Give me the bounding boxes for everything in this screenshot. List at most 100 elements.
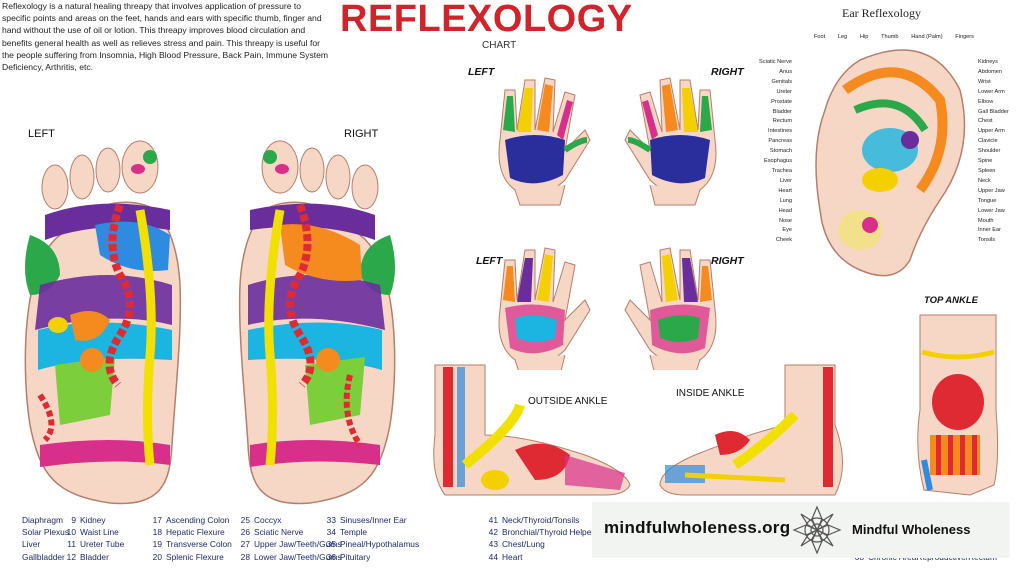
hand-right-bottom xyxy=(624,247,717,370)
legend-item: Solar Plexus xyxy=(4,526,69,538)
ear-point-label: Head xyxy=(778,207,792,214)
hand-left-bottom xyxy=(498,247,591,370)
ear-point-label: Inner Ear xyxy=(978,227,1002,234)
ear-point-label: Heart xyxy=(778,187,792,194)
legend-number: 27 xyxy=(240,539,250,550)
ear-point-label: Genitals xyxy=(771,78,792,85)
legend-text: Diaphragm xyxy=(22,515,63,525)
legend-text: Lower Jaw/Teeth/Gums xyxy=(254,551,342,562)
ear-point-label: Anus xyxy=(779,68,792,75)
legend-item: 25 Coccyx xyxy=(236,514,342,526)
legend-item: Gallbladder xyxy=(4,551,69,563)
legend-text: Bronchial/Thyroid Helper xyxy=(502,527,595,538)
feet-reflexology-diagram xyxy=(24,140,396,505)
page-title: REFLEXOLOGY xyxy=(340,0,633,40)
legend-text: Solar Plexus xyxy=(22,527,70,538)
ear-point-label: Hand (Palm) xyxy=(911,34,943,40)
ear-point-label: Elbow xyxy=(978,98,994,105)
right-foot-label: RIGHT xyxy=(344,128,379,140)
legend-number: 44 xyxy=(488,551,498,562)
legend-number: 43 xyxy=(488,539,498,550)
ear-point-label: Spine xyxy=(978,158,993,165)
ear-reflexology-diagram xyxy=(815,49,966,277)
legend-text: Gallbladder xyxy=(22,551,65,562)
ear-point-label: Leg xyxy=(837,34,848,40)
ear-point-label: Clavicle xyxy=(978,138,998,145)
hand-left-top xyxy=(498,77,591,206)
ear-point-label: Fingers xyxy=(955,34,974,40)
ear-point-label: Mouth xyxy=(978,217,994,224)
hands-reflexology-diagram xyxy=(498,77,717,370)
ear-point-label: Intestines xyxy=(768,128,792,135)
ear-point-label: Wrist xyxy=(978,78,991,85)
hand-left-bottom-label: LEFT xyxy=(476,255,503,267)
ankle-side-views-diagram xyxy=(433,364,843,496)
ear-point-label: Rectum xyxy=(772,118,792,125)
legend-text: Upper Jaw/Teeth/Gums xyxy=(254,539,342,550)
legend-number: 17 xyxy=(152,515,162,525)
legend-number: 36 xyxy=(326,551,336,562)
right-foot xyxy=(238,140,396,505)
legend-item: Liver xyxy=(4,538,69,550)
legend-text: Pineal/Hypothalamus xyxy=(340,539,420,550)
ear-point-label: Eye xyxy=(782,227,792,234)
ear-point-label: Gall Bladder xyxy=(978,108,1009,115)
legend-number: 10 xyxy=(66,527,76,538)
hand-right-top xyxy=(624,77,717,206)
mandala-logo-icon xyxy=(792,505,842,555)
ear-point-label: Tongue xyxy=(978,197,997,204)
legend-number: 35 xyxy=(326,539,336,550)
legend-text: Coccyx xyxy=(254,515,282,525)
legend-number: 9 xyxy=(71,515,76,525)
legend-text: Ureter Tube xyxy=(80,539,125,550)
legend-text: Heart xyxy=(502,551,523,562)
ear-point-label: Chest xyxy=(978,118,993,125)
legend-text: Temple xyxy=(340,527,367,538)
ear-point-label: Abdomen xyxy=(978,68,1002,75)
ear-title: Ear Reflexology xyxy=(842,6,921,20)
ear-point-label: Neck xyxy=(978,177,991,184)
inside-ankle-foot xyxy=(659,364,843,496)
legend-number: 20 xyxy=(152,551,162,562)
inside-ankle-label: INSIDE ANKLE xyxy=(676,388,745,399)
legend-item: 9 Kidney xyxy=(62,514,124,526)
ear-point-label: Cheek xyxy=(775,237,792,244)
ear-point-label: Lower Arm xyxy=(978,88,1005,95)
legend-text: Transverse Colon xyxy=(166,539,232,550)
hand-left-top-label: LEFT xyxy=(468,66,495,78)
banner-url[interactable]: mindfulwholeness.org xyxy=(604,518,791,537)
ear-point-label: Bladder xyxy=(772,108,792,115)
legend-text: Neck/Thyroid/Tonsils xyxy=(502,515,580,525)
legend-text: Liver xyxy=(22,539,41,550)
legend-text: Sciatic Nerve xyxy=(254,527,304,538)
banner-brand-name: Mindful Wholeness xyxy=(852,522,971,537)
left-foot-label: LEFT xyxy=(28,128,55,140)
ear-point-label: Prostate xyxy=(771,98,792,105)
ear-point-label: Liver xyxy=(779,177,792,184)
ear-point-label: Foot xyxy=(814,34,826,40)
legend-text: Sinuses/Inner Ear xyxy=(340,515,407,525)
left-foot xyxy=(24,140,182,505)
ear-point-label: Esophagus xyxy=(764,158,792,165)
ear-point-label: Stomach xyxy=(769,148,792,155)
legend-text: Kidney xyxy=(80,515,106,525)
legend-number: 25 xyxy=(240,515,250,525)
ear-point-label: Spleen xyxy=(978,167,996,174)
outside-ankle-foot xyxy=(433,364,631,496)
legend-text: Waist Line xyxy=(80,527,119,538)
ear-point-label: Kidneys xyxy=(978,59,998,65)
